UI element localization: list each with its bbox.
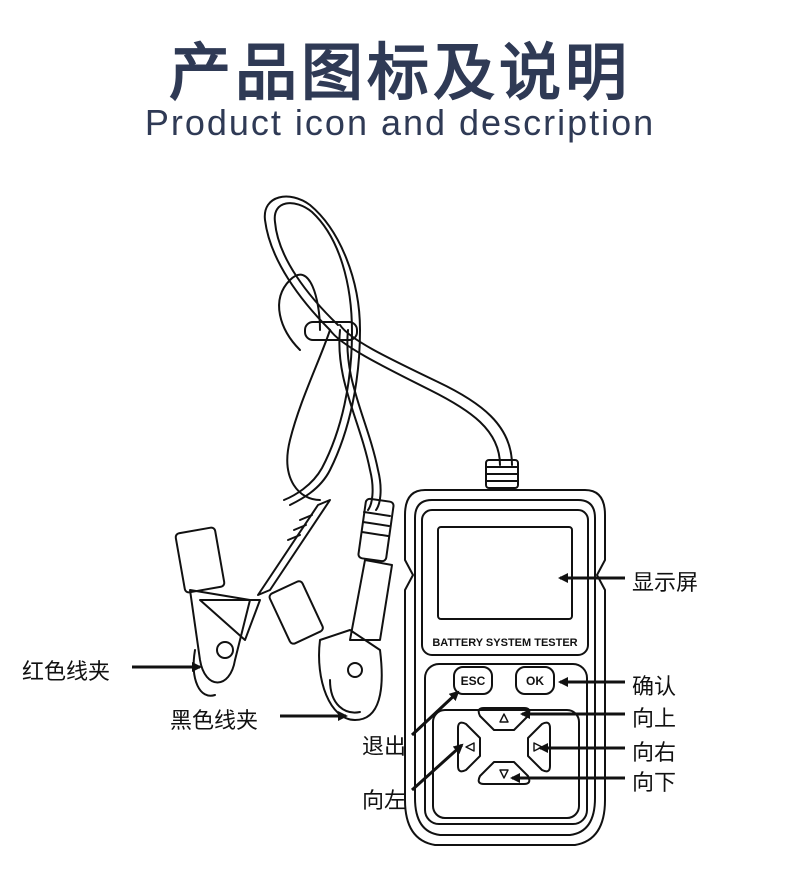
- device-model-text: BATTERY SYSTEM TESTER: [432, 637, 577, 649]
- black-clamp: [268, 497, 395, 721]
- black-clamp-label: 黑色线夹: [170, 709, 259, 734]
- red-clamp-label: 红色线夹: [22, 660, 111, 685]
- up-arrow-icon: [499, 713, 509, 723]
- exit-arrow: [410, 690, 460, 737]
- left-label: 向左: [362, 789, 407, 814]
- left-arrow: [410, 743, 464, 792]
- device-screen-bezel: [421, 509, 589, 656]
- exit-label: 退出: [362, 735, 407, 760]
- display-screen: [437, 526, 573, 620]
- tester-device: [404, 489, 606, 846]
- strain-relief: [485, 459, 519, 489]
- down-label: 向下: [632, 771, 677, 796]
- left-button[interactable]: [457, 721, 481, 773]
- ok-button[interactable]: [515, 666, 555, 695]
- display-label: 显示屏: [632, 571, 699, 596]
- confirm-label: 确认: [632, 675, 677, 700]
- down-arrow-icon: [499, 769, 509, 779]
- cable: [263, 195, 513, 511]
- esc-button[interactable]: [453, 666, 493, 695]
- down-button[interactable]: [477, 761, 531, 785]
- cable-tie: [304, 321, 358, 341]
- page-subtitle: Product icon and description: [144, 102, 656, 143]
- red-clamp: [174, 499, 331, 697]
- esc-button-label: ESC: [461, 674, 486, 688]
- up-label: 向上: [632, 707, 677, 732]
- ok-button-label: OK: [526, 674, 544, 688]
- right-button[interactable]: [527, 721, 551, 773]
- right-label: 向右: [632, 741, 677, 766]
- up-button[interactable]: [477, 707, 531, 731]
- keypad-panel: [424, 663, 588, 825]
- left-arrow-icon: [465, 742, 475, 752]
- page-title: 产品图标及说明: [168, 36, 631, 109]
- dpad: [457, 707, 551, 785]
